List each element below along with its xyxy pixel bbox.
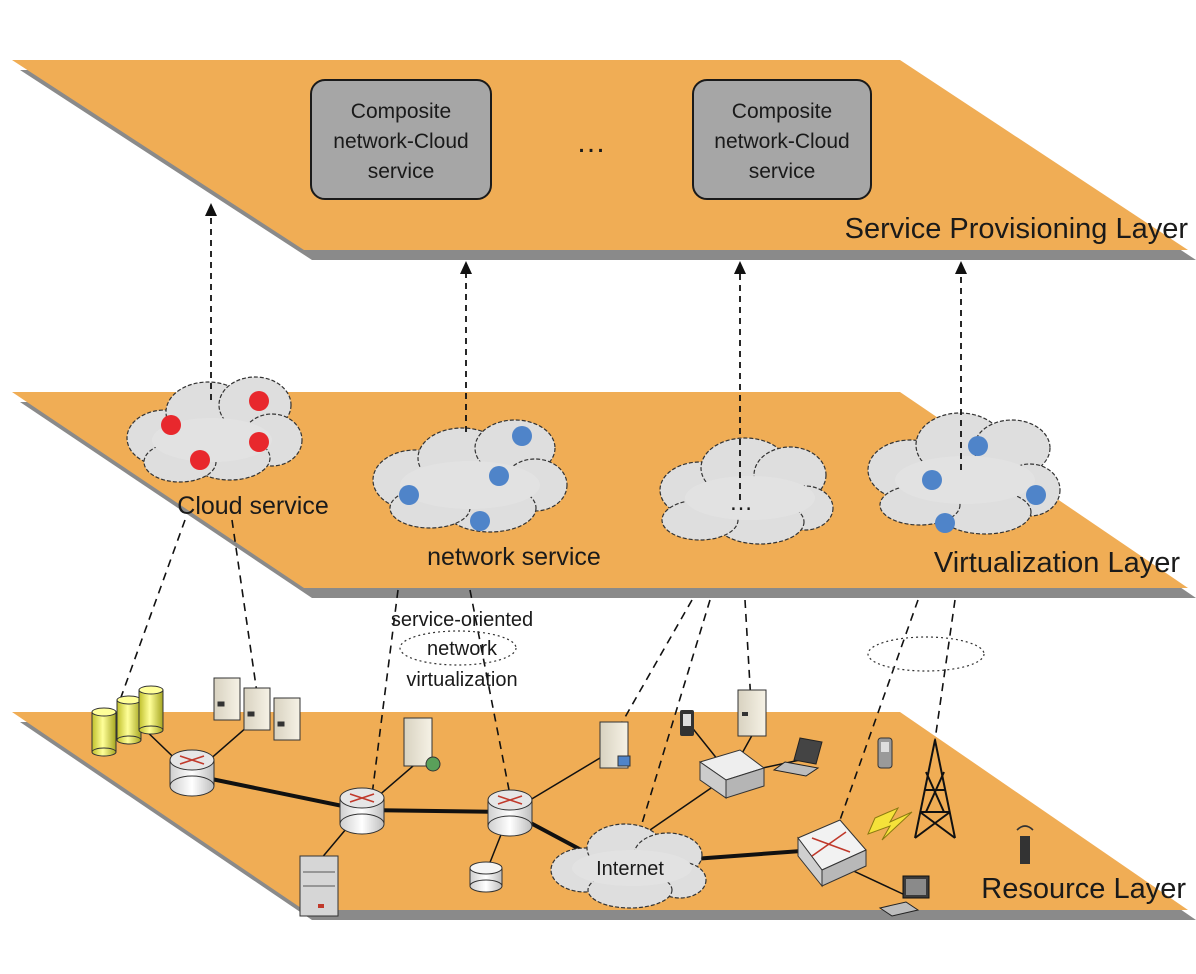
blue-node xyxy=(935,513,955,533)
laptop-icon xyxy=(772,737,823,777)
red-node xyxy=(249,391,269,411)
network-service-cloud xyxy=(372,419,568,533)
network-switch-icon xyxy=(698,749,766,799)
blue-node xyxy=(399,485,419,505)
composite-service-box-2: Composite network-Cloud service xyxy=(692,79,872,200)
blue-node xyxy=(512,426,532,446)
database-cylinders-icon xyxy=(91,685,164,757)
router-icon xyxy=(169,749,215,797)
blue-node xyxy=(968,436,988,456)
annotation-line3: virtualization xyxy=(406,669,517,691)
web-server-icon xyxy=(403,717,441,772)
tower-server-icon xyxy=(299,855,339,917)
right-cloud xyxy=(867,412,1061,535)
layer-plane xyxy=(12,392,1188,588)
desktop-computer-icon xyxy=(878,875,930,917)
router-icon xyxy=(339,787,385,835)
router-icon xyxy=(487,789,533,837)
resource-layer-label: Resource Layer xyxy=(981,873,1186,905)
red-node xyxy=(161,415,181,435)
red-node xyxy=(190,450,210,470)
right-virtualization-ellipse xyxy=(867,636,985,672)
blue-node xyxy=(489,466,509,486)
server-group-icon xyxy=(213,677,301,741)
arrow-heads xyxy=(205,203,967,274)
cell-tower-icon xyxy=(914,739,956,839)
middle-cloud: … xyxy=(659,437,834,545)
box1-line3: service xyxy=(368,160,435,183)
cloud-service-label: Cloud service xyxy=(177,492,328,520)
pda-icon xyxy=(680,710,694,736)
composite-service-box-1: Composite network-Cloud service xyxy=(310,79,492,200)
annotation-line2: network xyxy=(427,638,498,660)
blue-node xyxy=(1026,485,1046,505)
network-service-label: network service xyxy=(427,543,601,571)
red-node xyxy=(249,432,269,452)
box1-line1: Composite xyxy=(351,100,451,123)
mapping-lines xyxy=(119,519,956,831)
blue-node xyxy=(470,511,490,531)
service-provisioning-layer-label: Service Provisioning Layer xyxy=(845,213,1189,245)
blue-node xyxy=(922,470,942,490)
services-ellipsis: … xyxy=(576,126,606,159)
box2-line1: Composite xyxy=(732,100,832,123)
secure-server-icon xyxy=(599,721,631,769)
antenna-icon xyxy=(1016,825,1034,864)
cloud-service-cloud xyxy=(126,376,303,483)
box2-line3: service xyxy=(749,160,816,183)
box2-line2: network-Cloud xyxy=(714,130,849,153)
annotation-line1: service-oriented xyxy=(391,609,533,631)
storage-disk-icon xyxy=(469,861,503,893)
box1-line2: network-Cloud xyxy=(333,130,468,153)
virtualization-ellipse xyxy=(399,630,517,666)
middle-cloud-ellipsis: … xyxy=(729,489,753,516)
file-server-icon xyxy=(737,689,767,737)
internet-cloud: Internet xyxy=(550,823,707,909)
virtualization-layer-label: Virtualization Layer xyxy=(934,547,1180,579)
upward-arrows xyxy=(210,214,962,500)
internet-label: Internet xyxy=(596,858,664,880)
wireless-link-icon xyxy=(867,806,913,841)
core-switch-icon xyxy=(797,819,867,888)
layer-plane xyxy=(12,60,1188,250)
mobile-phone-icon xyxy=(877,737,893,769)
